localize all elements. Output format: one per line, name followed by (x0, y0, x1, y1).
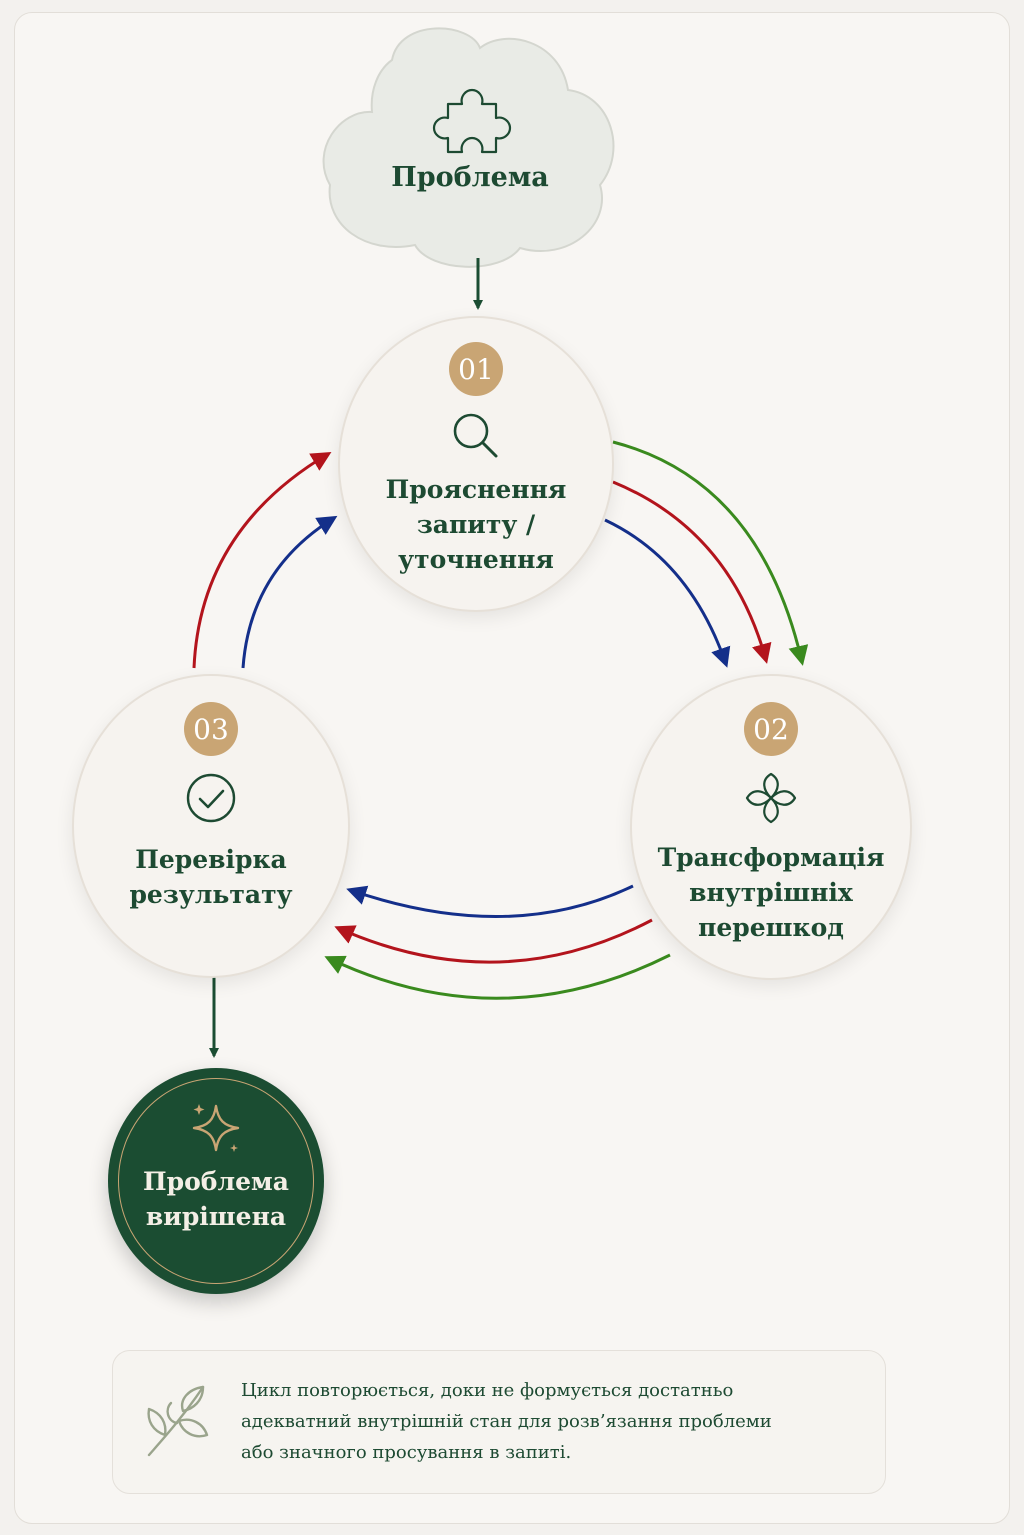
step-number-badge: 02 (744, 702, 798, 756)
arrow-green-2-3 (324, 953, 671, 1000)
problem-solved: Проблема вирішена (108, 1068, 324, 1294)
note-text: Цикл повторюється, доки не формується до… (241, 1380, 772, 1463)
arrow-red-3-1 (192, 451, 332, 669)
arrow-green-1-2 (612, 440, 809, 666)
step-number-badge: 01 (449, 342, 503, 396)
step-label: Перевірка результату (129, 845, 293, 909)
leaf-icon (147, 1385, 209, 1457)
solved-label: Проблема вирішена (143, 1167, 289, 1231)
lotus-icon (745, 772, 797, 824)
arrow-blue-3-1 (241, 515, 338, 669)
arrow-red-1-2 (612, 480, 772, 664)
arrow-red-2-3 (334, 918, 653, 964)
step-label: Трансформація внутрішніх перешкод (657, 843, 885, 942)
sparkle-icon (192, 1104, 240, 1152)
problem-cloud (322, 27, 615, 268)
problem-label: Проблема (391, 162, 549, 193)
arrow-blue-2-3 (346, 884, 634, 918)
step-clarify: 01 Прояснення запиту / уточнення (338, 316, 614, 612)
step-transformation: 02 Трансформація внутрішніх перешкод (630, 674, 912, 980)
gold-ring (118, 1078, 314, 1284)
step-label: Прояснення запиту / уточнення (385, 475, 567, 574)
search-icon (453, 413, 498, 458)
step-verification: 03 Перевірка результату (72, 674, 350, 978)
arrow-blue-1-2 (604, 518, 731, 668)
check-circle-icon (186, 773, 236, 823)
cycle-note: Цикл повторюється, доки не формується до… (112, 1350, 886, 1494)
step-number-badge: 03 (184, 702, 238, 756)
puzzle-icon (432, 88, 512, 154)
